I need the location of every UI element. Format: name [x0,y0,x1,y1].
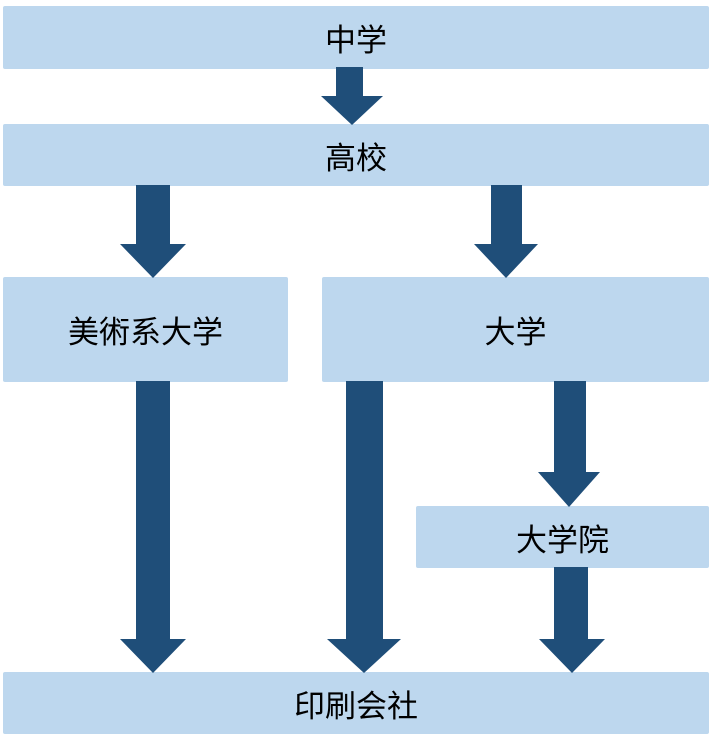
node-label: 大学 [484,315,547,351]
node-middle-school: 中学 [3,6,709,69]
arrow-art-university-to-company [120,381,186,673]
arrow-head [538,472,600,507]
arrow-shaft [136,381,170,640]
node-label: 印刷会社 [294,688,418,725]
node-label: 高校 [325,140,387,177]
node-graduate-school: 大学院 [416,506,709,568]
arrow-high-to-art-university [120,185,186,278]
arrow-shaft [554,381,586,473]
arrow-shaft [554,567,588,640]
arrow-university-to-graduate [538,381,600,507]
arrow-head [474,244,538,278]
arrow-head [120,639,186,673]
arrow-head [539,639,605,673]
node-high-school: 高校 [3,124,709,186]
arrow-shaft [491,185,522,245]
arrow-middle-to-high [321,67,383,125]
node-printing-company: 印刷会社 [3,672,709,734]
arrow-high-to-university [474,185,538,278]
arrow-head [321,96,383,125]
node-art-university: 美術系大学 [3,277,288,382]
arrow-shaft [346,381,383,640]
arrow-graduate-to-company [539,567,605,673]
node-label: 美術系大学 [68,315,223,351]
node-university: 大学 [322,277,709,382]
arrow-university-to-company [327,381,401,673]
arrow-head [120,244,186,278]
node-label: 大学院 [516,522,609,559]
arrow-shaft [136,185,170,245]
arrow-head [327,639,401,673]
arrow-shaft [336,67,363,97]
node-label: 中学 [325,23,387,59]
